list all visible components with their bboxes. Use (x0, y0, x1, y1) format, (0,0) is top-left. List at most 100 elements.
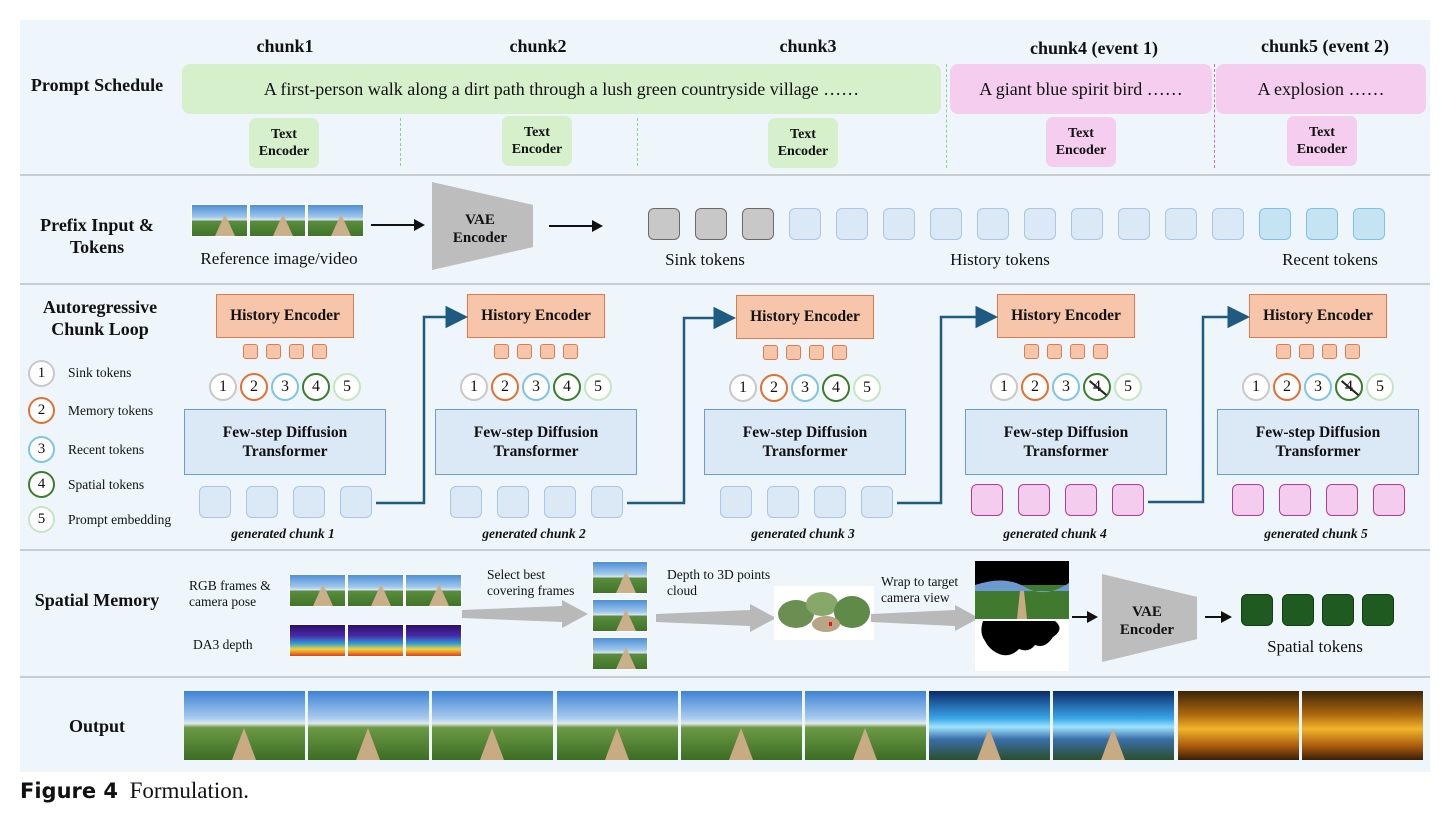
input-circle-prompt: 5 (1366, 373, 1394, 401)
input-circle-spatial-disabled: 4 (1335, 373, 1363, 401)
generated-chunk-caption-1: generated chunk 1 (231, 526, 335, 541)
generated-token (340, 486, 372, 518)
process-arrow (656, 604, 776, 632)
history-token (789, 208, 821, 240)
sink-token (742, 208, 774, 240)
legend-circle-4: 4 (28, 471, 55, 498)
spatial-vae-encoder-label: VAE Encoder (1119, 604, 1175, 638)
memory-token-mini (786, 345, 801, 360)
spatial-token (1322, 594, 1354, 626)
memory-token-mini (563, 344, 578, 359)
generated-token (544, 486, 576, 518)
recent-token (1259, 208, 1291, 240)
output-frame-event-2 (1178, 691, 1299, 760)
figure-caption-text: Formulation. (129, 778, 250, 803)
history-token (1212, 208, 1244, 240)
row-separator (20, 549, 1430, 551)
input-circle-spatial: 4 (553, 373, 581, 401)
input-circle-prompt: 5 (853, 374, 881, 402)
chunk-divider (400, 118, 401, 166)
generated-token-event (1018, 484, 1050, 516)
row-separator (20, 283, 1430, 285)
legend-circle-1: 1 (28, 360, 55, 387)
row-label-prompt-schedule: Prompt Schedule (30, 75, 164, 95)
generated-token (293, 486, 325, 518)
chunk-header-4: chunk4 (event 1) (1029, 38, 1158, 58)
chunk-header-5: chunk5 (event 2) (1260, 36, 1389, 56)
generated-token-event (1279, 484, 1311, 516)
history-token (930, 208, 962, 240)
depth-label: DA3 depth (193, 637, 253, 652)
legend-label-memory: Memory tokens (68, 403, 154, 418)
generated-token (861, 486, 893, 518)
sink-tokens-caption: Sink tokens (665, 250, 745, 269)
chunk-divider (637, 118, 638, 166)
generated-token-event (1326, 484, 1358, 516)
rgb-frame-thumbnail (347, 574, 404, 607)
generated-token (199, 486, 231, 518)
text-encoder-1: Text Encoder (249, 118, 319, 168)
sink-token (695, 208, 727, 240)
input-circle-memory: 2 (1021, 373, 1049, 401)
memory-token-mini (243, 344, 258, 359)
history-token (1118, 208, 1150, 240)
row-label-output: Output (68, 716, 126, 736)
spatial-token (1241, 594, 1273, 626)
recent-token (1353, 208, 1385, 240)
generated-token-event (1373, 484, 1405, 516)
selected-frame-thumbnail (592, 599, 648, 632)
warp-mask-image (975, 619, 1069, 671)
memory-token-mini (289, 344, 304, 359)
chunk-divider (946, 64, 947, 168)
legend-circle-5: 5 (28, 506, 55, 533)
chunk-divider (1214, 64, 1215, 168)
legend-circle-3: 3 (28, 436, 55, 463)
output-frame (681, 691, 802, 760)
input-circle-memory: 2 (1273, 373, 1301, 401)
output-frame (184, 691, 305, 760)
history-token (836, 208, 868, 240)
wrap-view-label: Wrap to target camera view (881, 574, 959, 605)
memory-token-mini (809, 345, 824, 360)
arrow-head (1221, 611, 1232, 623)
input-circle-recent: 3 (1304, 373, 1332, 401)
recent-token (1306, 208, 1338, 240)
output-frame-event-2 (1302, 691, 1423, 760)
vae-encoder-label: VAE Encoder (452, 212, 508, 246)
input-circle-sink: 1 (729, 374, 757, 402)
selected-frame-thumbnail (592, 637, 648, 670)
history-token (977, 208, 1009, 240)
generated-token-event (1112, 484, 1144, 516)
memory-token-mini (1070, 344, 1085, 359)
input-circle-prompt: 5 (333, 373, 361, 401)
reference-frame-thumbnail (191, 204, 248, 237)
depth-map-thumbnail (289, 624, 346, 657)
process-arrow (462, 600, 588, 628)
input-circle-spatial: 4 (822, 374, 850, 402)
history-token (1024, 208, 1056, 240)
spatial-tokens-caption: Spatial tokens (1267, 637, 1363, 656)
reference-caption: Reference image/video (200, 249, 358, 268)
input-circle-recent: 3 (1052, 373, 1080, 401)
warped-view-image (975, 561, 1069, 619)
depth-to-points-label: Depth to 3D points cloud (667, 567, 771, 598)
prompt-event-1: A giant blue spirit bird …… (950, 64, 1212, 114)
depth-map-thumbnail (405, 624, 462, 657)
sink-token (648, 208, 680, 240)
generated-token (767, 486, 799, 518)
generated-chunk-caption-4: generated chunk 4 (1003, 526, 1107, 541)
memory-token-mini (1093, 344, 1108, 359)
row-separator (20, 174, 1430, 176)
figure-caption: Figure 4 Formulation. (20, 778, 249, 804)
history-token (1071, 208, 1103, 240)
diffusion-transformer-3: Few-step Diffusion Transformer (704, 409, 906, 475)
rgb-frame-thumbnail (405, 574, 462, 607)
diffusion-transformer-1: Few-step Diffusion Transformer (184, 409, 386, 475)
memory-token-mini (763, 345, 778, 360)
depth-map-thumbnail (347, 624, 404, 657)
arrow-head (592, 220, 603, 232)
input-circle-prompt: 5 (1114, 373, 1142, 401)
memory-token-mini (832, 345, 847, 360)
row-label-prefix-input: Prefix Input & Tokens (40, 215, 154, 257)
history-encoder-4: History Encoder (997, 294, 1135, 338)
